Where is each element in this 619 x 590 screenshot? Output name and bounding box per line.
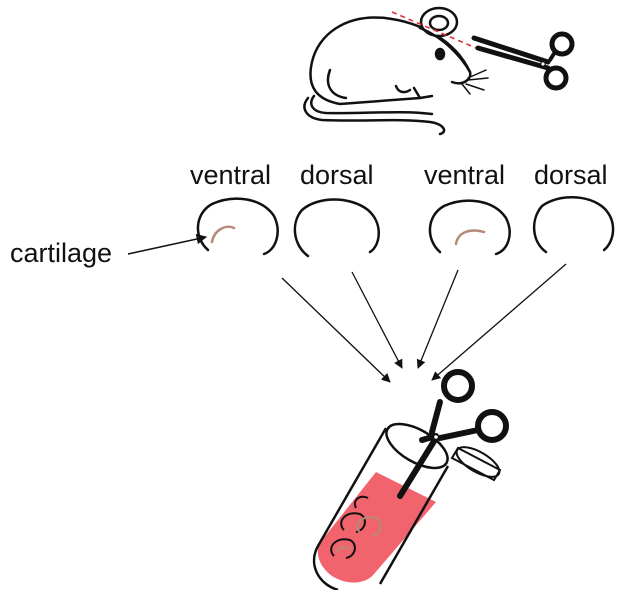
ear-piece-right-ventral	[430, 201, 510, 254]
label-right-dorsal: dorsal	[534, 162, 608, 189]
arrow-3	[418, 270, 458, 368]
arrows-to-tube	[282, 264, 566, 382]
ear-piece-left-dorsal	[295, 200, 379, 257]
ear-piece-left-ventral	[198, 199, 278, 254]
ear-piece-right-dorsal	[534, 197, 613, 252]
label-cartilage: cartilage	[10, 240, 112, 267]
label-left-ventral: ventral	[190, 162, 271, 189]
cartilage-arrow	[128, 237, 206, 254]
mouse-icon	[304, 8, 488, 134]
label-right-ventral: ventral	[424, 162, 505, 189]
arrow-2	[352, 272, 402, 368]
scissors-icon	[474, 34, 572, 88]
label-left-dorsal: dorsal	[300, 162, 374, 189]
arrow-4	[432, 264, 566, 380]
arrow-1	[282, 278, 390, 382]
tube-icon	[314, 415, 504, 590]
